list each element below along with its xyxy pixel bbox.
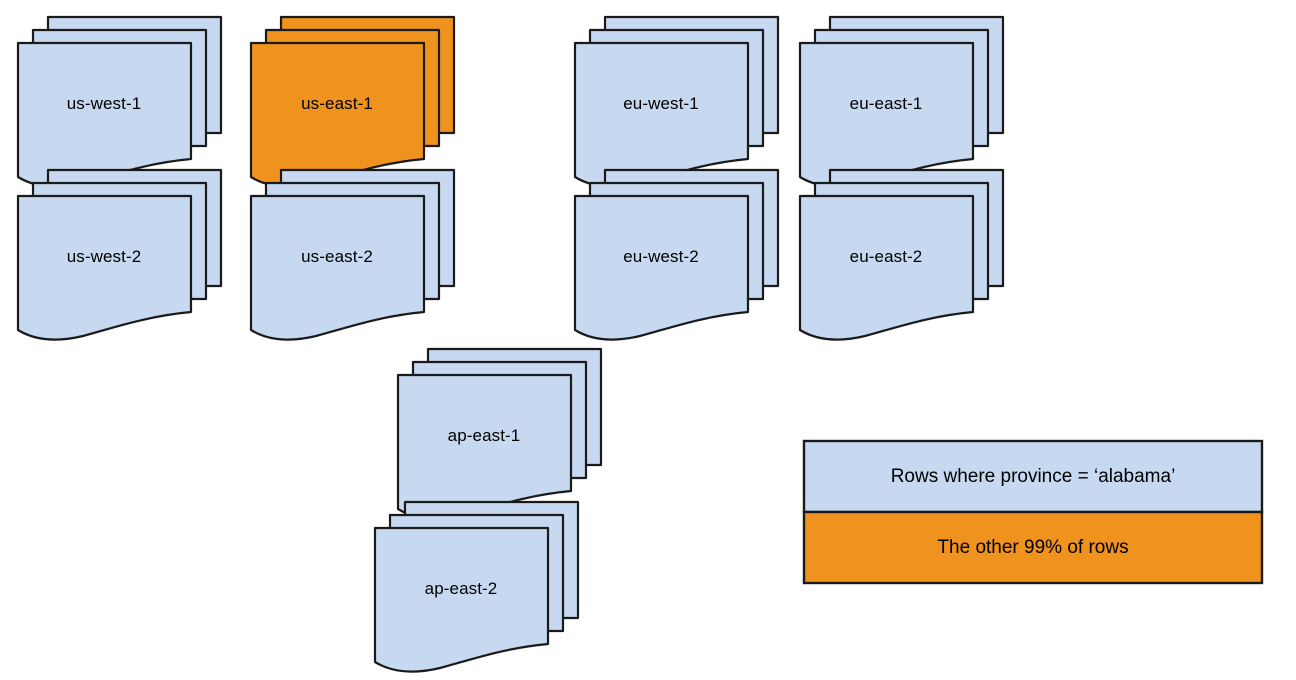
document-sheet-front [16,41,193,188]
region-stack-ap-east-2[interactable] [373,500,580,673]
legend [802,439,1264,585]
document-sheet-front [573,194,750,341]
region-stack-us-west-1[interactable] [16,15,223,188]
region-stack-eu-east-2[interactable] [798,168,1005,341]
region-stack-eu-west-1[interactable] [573,15,780,188]
region-stack-eu-east-1[interactable] [798,15,1005,188]
document-sheet-front [573,41,750,188]
region-stack-us-west-2[interactable] [16,168,223,341]
region-stack-ap-east-1[interactable] [396,347,603,520]
document-sheet-front [249,41,426,188]
document-sheet-front [249,194,426,341]
legend-swatch-1 [802,510,1264,585]
region-stack-us-east-2[interactable] [249,168,456,341]
document-sheet-front [16,194,193,341]
region-stack-eu-west-2[interactable] [573,168,780,341]
document-sheet-front [373,526,550,673]
legend-swatch-0 [802,439,1264,514]
region-stack-us-east-1[interactable] [249,15,456,188]
document-sheet-front [798,194,975,341]
document-sheet-front [798,41,975,188]
document-sheet-front [396,373,573,520]
